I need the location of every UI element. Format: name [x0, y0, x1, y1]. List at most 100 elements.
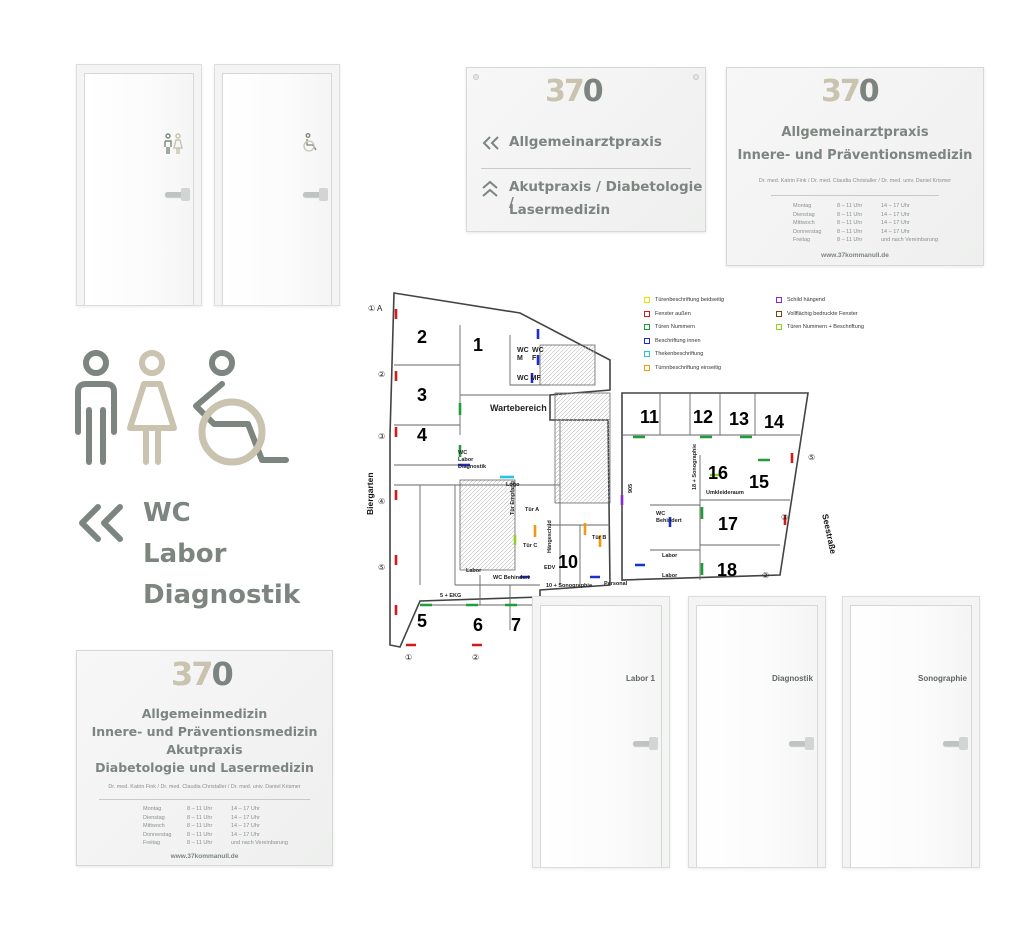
axis-marker: ②	[762, 571, 770, 580]
hours-row: Donnerstag 8 – 11 Uhr 14 – 17 Uhr	[793, 228, 951, 237]
label-ekg: 5 + EKG	[440, 593, 462, 599]
legend-swatch	[644, 351, 650, 357]
hours-day: Freitag	[793, 237, 811, 244]
label-labor: Labor	[466, 568, 482, 574]
hours-am: 8 – 11 Uhr	[187, 840, 213, 847]
legend-label: Vollflächig bedruckte Fenster	[787, 310, 858, 317]
wayfinding-line-1: WC	[143, 498, 191, 528]
practice-title-1: Allgemeinarztpraxis	[781, 125, 929, 140]
door-labor-1[interactable]: Labor 1	[532, 596, 670, 868]
label-wc-behindert: WC Behindert	[656, 511, 682, 524]
divider	[99, 799, 310, 800]
label-umkleideraum: Umkleideraum	[706, 490, 744, 496]
legend-label: Türnnbeschriftung einseitig	[655, 364, 722, 371]
hours-pm: 14 – 17 Uhr	[231, 806, 260, 812]
double-chevron-left-icon	[79, 504, 123, 542]
hours-day: Donnerstag	[143, 831, 172, 838]
logo-part-2: 0	[582, 74, 604, 109]
hours-pm: und nach Vereinbarung	[881, 237, 938, 244]
screw	[473, 74, 479, 80]
restroom-icon	[164, 133, 183, 154]
legend-swatch	[644, 337, 650, 344]
label-wc-mf: WC MF	[517, 375, 541, 382]
axis-marker: ③	[781, 513, 789, 522]
legend-label: Türen Nummern + Beschriftung	[787, 324, 864, 330]
website: www.37kommanull.de	[821, 252, 889, 259]
room-number: 16	[708, 463, 729, 483]
axis-marker: ①	[405, 653, 413, 662]
room-number: 13	[729, 409, 750, 429]
axis-marker: ②	[472, 653, 480, 662]
door-leaf	[84, 73, 194, 305]
label-tuer-empfang: Tür Empfang	[510, 481, 516, 515]
room-number: 1	[473, 335, 484, 355]
hours-pm: 14 – 17 Uhr	[231, 823, 260, 830]
label-tuer-c: Tür C	[523, 543, 538, 549]
room-number: 12	[693, 407, 714, 427]
main-practice-sign: 370 Allgemeinmedizin Innere- und Prävent…	[76, 650, 333, 866]
logo-part-2: 0	[211, 655, 234, 693]
label-diagnostik: Diagnostik	[458, 464, 487, 470]
label-edv: EDV	[544, 565, 556, 571]
door-handle[interactable]	[943, 737, 968, 750]
legend-label: Schild hängend	[787, 297, 825, 303]
door-label: Sonographie	[918, 674, 967, 683]
label-wartebereich: Wartebereich	[490, 403, 547, 413]
hours-day: Donnerstag	[793, 228, 822, 235]
room-number: 17	[718, 514, 739, 534]
label-wc: WC	[458, 450, 468, 456]
label-personal: Personal	[604, 581, 628, 587]
logo-part-1: 37	[545, 74, 585, 109]
door-diagnostik[interactable]: Diagnostik	[688, 596, 826, 868]
practice-sign: 370 Allgemeinarztpraxis Innere- und Präv…	[726, 67, 984, 266]
door-handle[interactable]	[165, 188, 190, 201]
hours-pm: 14 – 17 Uhr	[881, 211, 910, 218]
main-title-4: Diabetologie und Lasermedizin	[95, 760, 314, 775]
door-handle[interactable]	[789, 737, 814, 750]
practice-doctors: Dr. med. Katrin Fink / Dr. med. Claudia …	[758, 178, 952, 184]
legend-swatch	[644, 310, 650, 317]
room-number: 10	[558, 552, 579, 572]
room-number: 4	[417, 425, 428, 445]
main-title-3: Akutpraxis	[166, 742, 243, 757]
legend-label: Fenster außen	[655, 310, 691, 317]
label-tuer-b: Tür B	[592, 535, 607, 541]
legend-swatch	[776, 297, 782, 303]
logo-part-2: 0	[858, 74, 880, 109]
logo-part-1: 37	[821, 74, 861, 109]
wc-door-left[interactable]	[76, 64, 202, 306]
legend-item: Türenbeschriftung beidseitig	[644, 297, 724, 303]
door-label: Labor 1	[626, 674, 655, 683]
accessible-wc-door[interactable]	[214, 64, 340, 306]
website: www.37kommanull.de	[170, 853, 239, 860]
door-sonographie[interactable]: Sonographie	[842, 596, 980, 868]
hours-pm: 14 – 17 Uhr	[881, 228, 910, 235]
legend-swatch	[644, 297, 650, 303]
legend-label: Türen Nummern	[655, 324, 696, 330]
axis-marker: ⑤	[378, 563, 386, 572]
hours-day: Mittwoch	[143, 823, 165, 830]
wheelchair-icon	[303, 133, 317, 152]
door-handle[interactable]	[303, 188, 328, 201]
hours-pm: 14 – 17 Uhr	[231, 831, 260, 838]
label-logo: Logo	[506, 482, 520, 488]
label-sonographie: 10 + Sonographie	[546, 583, 592, 589]
logo-part-1: 37	[171, 655, 214, 693]
label-wc-f: WC F	[532, 347, 544, 362]
label-labor: Labor	[662, 573, 678, 579]
hours-day: Montag	[793, 203, 812, 209]
legend-item: Türnnbeschriftung einseitig	[644, 364, 722, 371]
axis-marker: ⑤	[808, 453, 816, 462]
hours-am: 8 – 11 Uhr	[837, 228, 863, 235]
wayfinding-line-3: Diagnostik	[143, 580, 301, 610]
hours-day: Dienstag	[793, 211, 815, 218]
wayfinding-line-2: Labor	[143, 539, 227, 569]
legend-item: Schild hängend	[776, 297, 825, 303]
door-handle[interactable]	[633, 737, 658, 750]
label-905: 905	[628, 483, 634, 493]
main-doctors: Dr. med. Katrin Fink / Dr. med. Claudia …	[108, 784, 301, 790]
axis-marker: ③	[378, 432, 386, 441]
